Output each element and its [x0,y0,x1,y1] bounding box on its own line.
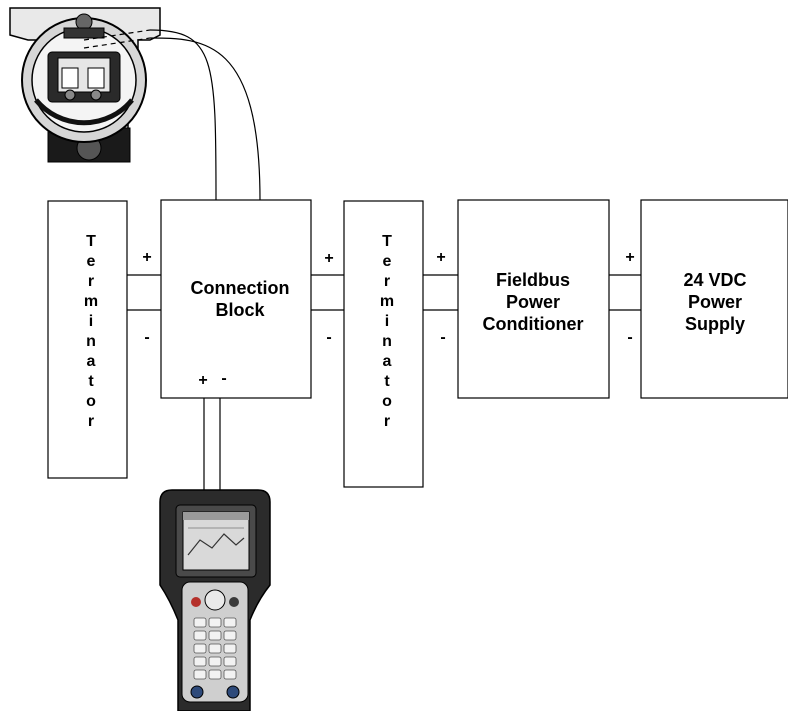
field-transmitter-icon [10,8,160,162]
terminator-right-letter: r [384,273,390,290]
terminator-left-letter: r [88,413,94,430]
terminator-left-letter: n [86,333,96,350]
power-conditioner-label: Power [506,292,560,312]
minus-sign: - [627,329,632,346]
terminator-left-letter: T [86,233,96,250]
terminator-right-letter: a [383,353,392,370]
power-supply-label: Power [688,292,742,312]
terminator-left-letter: o [86,393,96,410]
terminator-left-letter: t [88,373,94,390]
connection-block [161,200,311,398]
handheld-communicator-icon [160,490,270,711]
terminator-left-letter: e [87,253,96,270]
terminator-right-letter: i [385,313,389,330]
plus-sign: + [198,372,207,389]
terminator-right-letter: r [384,413,390,430]
terminator-right-letter: t [384,373,390,390]
plus-sign: + [142,249,151,266]
power-conditioner-label: Conditioner [483,314,584,334]
power-conditioner-label: Fieldbus [496,270,570,290]
plus-sign: + [436,249,445,266]
power-supply-label: 24 VDC [683,270,746,290]
terminator-right-letter: o [382,393,392,410]
power-supply-label: Supply [685,314,745,334]
minus-sign: - [326,329,331,346]
plus-sign: + [625,249,634,266]
connection-block-label: Connection [191,278,290,298]
terminator-right-letter: e [383,253,392,270]
terminator-left-letter: m [84,293,98,310]
plus-sign: + [324,250,333,267]
terminator-left-letter: i [89,313,93,330]
terminator-right-letter: m [380,293,394,310]
terminator-right-letter: n [382,333,392,350]
connection-block-label: Block [215,300,265,320]
minus-sign: - [440,329,445,346]
terminator-left-letter: a [87,353,96,370]
terminator-right-letter: T [382,233,392,250]
minus-sign: - [144,329,149,346]
terminator-left-letter: r [88,273,94,290]
minus-sign: - [221,370,226,387]
